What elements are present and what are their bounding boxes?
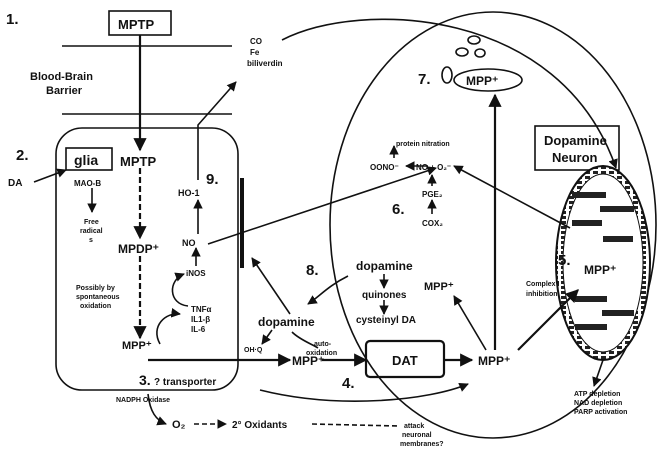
vesicle-small-1 xyxy=(456,48,468,56)
complex1-2: inhibition xyxy=(526,291,558,298)
step-2: 2. xyxy=(16,147,29,164)
oxidants-label: 2° Oxidants xyxy=(232,420,288,431)
co-label: CO xyxy=(250,37,262,46)
arrow-oxidants-attack xyxy=(312,424,398,426)
oxidation-3: oxidation xyxy=(80,303,111,310)
nad-label: NAD depletion xyxy=(574,400,622,407)
no-glia: NO xyxy=(182,238,196,248)
o2-label: O₂ xyxy=(172,419,186,431)
cysteinyl-label: cysteinyl DA xyxy=(356,315,416,326)
arrow-mito-atp xyxy=(594,360,603,386)
mpp-mid: MPP⁺ xyxy=(292,354,324,368)
ho1-label: HO-1 xyxy=(178,188,200,198)
attack-2: neuronal xyxy=(402,432,432,439)
atp-label: ATP depletion xyxy=(574,391,620,398)
bbb-line-1: Blood-Brain xyxy=(30,71,93,83)
oonoo-label: OONO⁻ xyxy=(370,163,399,172)
step-9: 9. xyxy=(206,171,219,188)
parp-label: PARP activation xyxy=(574,409,627,416)
dat-label: DAT xyxy=(392,353,418,368)
arrow-da-maob xyxy=(34,170,66,182)
dopamine-neuron: dopamine xyxy=(356,259,413,273)
inos-label: iNOS xyxy=(186,269,206,278)
vesicle-small-3 xyxy=(475,49,485,57)
mptp-top: MPTP xyxy=(118,17,154,32)
arrow-tnfa-inos xyxy=(172,274,188,306)
complex1-1: Complex I xyxy=(526,281,560,288)
mpp-left: MPP⁺ xyxy=(424,281,454,293)
bbb-line-2: Barrier xyxy=(46,85,83,97)
il1b-label: IL1-β xyxy=(191,315,210,324)
mpp-glia: MPP⁺ xyxy=(122,340,152,352)
autoox-1: auto- xyxy=(314,341,332,348)
glia-label: glia xyxy=(74,152,98,168)
arrow-dopamine-out xyxy=(308,276,348,304)
il6-label: IL-6 xyxy=(191,325,206,334)
cox2-label: COX₂ xyxy=(422,219,443,228)
fe-label: Fe xyxy=(250,48,260,57)
arrow-dopamine-ohq xyxy=(262,330,272,344)
ohq-label: OH·Q xyxy=(244,347,263,354)
pge2-label: PGE₂ xyxy=(422,190,443,199)
vesicle-small-2 xyxy=(468,36,480,44)
da-label: DA xyxy=(8,178,22,189)
nadph-label: NADPH Oxidase xyxy=(116,397,170,404)
oxidation-2: spontaneous xyxy=(76,294,120,301)
transporter-label: ? transporter xyxy=(154,377,216,388)
free-radicals-3: s xyxy=(89,237,93,244)
neuron-title-1: Dopamine xyxy=(544,133,607,148)
free-radicals-2: radical xyxy=(80,228,103,235)
mpdp-label: MPDP⁺ xyxy=(118,242,159,256)
attack-1: attack xyxy=(404,423,424,430)
free-radicals-1: Free xyxy=(84,219,99,226)
step-1: 1. xyxy=(6,11,19,28)
step-4: 4. xyxy=(342,375,355,392)
oxidation-1: Possibly by xyxy=(76,285,115,292)
arrow-mpp-tnfa xyxy=(157,314,180,344)
arrow-bottom-curve xyxy=(260,384,468,401)
maob-label: MAO-B xyxy=(74,179,101,188)
step-7: 7. xyxy=(418,71,431,88)
step-5: 5. xyxy=(558,252,571,269)
mpp-neuron: MPP⁺ xyxy=(478,354,510,368)
vesicle-mid xyxy=(442,67,452,83)
mptp-glia: MPTP xyxy=(120,154,156,169)
arrow-ho1-co xyxy=(198,82,236,180)
mpp-mito: MPP⁺ xyxy=(584,263,616,277)
protein-nitration: protein nitration xyxy=(396,141,450,148)
step-6: 6. xyxy=(392,201,405,218)
arrow-mito-no xyxy=(454,166,570,228)
no-o2-label: NO + O₂⁻ xyxy=(416,163,451,172)
step-8: 8. xyxy=(306,262,319,279)
mpp-vesicle: MPP⁺ xyxy=(466,74,498,88)
step-3: 3. xyxy=(139,372,151,388)
tnfa-label: TNFα xyxy=(191,305,212,314)
dopamine-mid: dopamine xyxy=(258,315,315,329)
quinones-label: quinones xyxy=(362,290,407,301)
arrow-mpp-left xyxy=(454,296,486,350)
biliverdin-label: biliverdin xyxy=(247,59,283,68)
attack-3: membranes? xyxy=(400,441,444,448)
neuron-title-2: Neuron xyxy=(552,150,598,165)
arrow-dopamine-bar xyxy=(252,258,290,314)
